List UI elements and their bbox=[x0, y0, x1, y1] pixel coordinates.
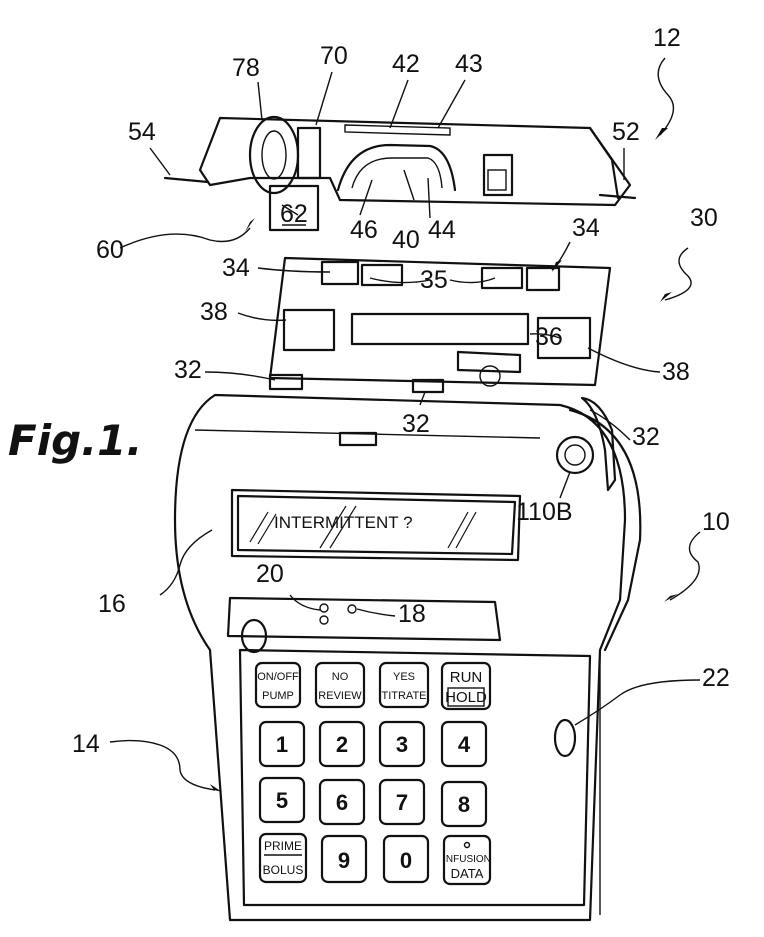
svg-text:9: 9 bbox=[338, 848, 350, 873]
ref-34-left: 34 bbox=[222, 254, 250, 282]
key-infusion-data[interactable]: INFUSION DATA bbox=[442, 834, 492, 886]
key-8[interactable]: 8 bbox=[440, 780, 488, 828]
svg-text:0: 0 bbox=[400, 848, 412, 873]
ref-36: 36 bbox=[535, 323, 563, 351]
svg-text:YES: YES bbox=[393, 671, 415, 683]
svg-text:4: 4 bbox=[458, 732, 471, 757]
svg-text:2: 2 bbox=[336, 732, 348, 757]
ref-20: 20 bbox=[256, 560, 284, 588]
key-1[interactable]: 1 bbox=[258, 720, 306, 768]
ref-78: 78 bbox=[232, 54, 260, 82]
reference-numerals: 12 78 70 42 43 54 52 62 46 40 44 60 34 3… bbox=[72, 24, 730, 758]
key-no-review[interactable]: NO REVIEW bbox=[314, 661, 366, 709]
ref-43: 43 bbox=[455, 50, 483, 78]
ref-44: 44 bbox=[428, 216, 456, 244]
display-text: INTERMITTENT ? bbox=[274, 513, 413, 532]
key-on-off-pump[interactable]: ON/OFF PUMP bbox=[254, 661, 302, 709]
svg-text:TITRATE: TITRATE bbox=[381, 690, 426, 702]
ref-52: 52 bbox=[612, 118, 640, 146]
ref-54: 54 bbox=[128, 118, 156, 146]
ref-18: 18 bbox=[398, 600, 426, 628]
svg-text:PUMP: PUMP bbox=[262, 690, 294, 702]
ref-12: 12 bbox=[653, 24, 681, 52]
key-5[interactable]: 5 bbox=[258, 776, 306, 824]
key-2[interactable]: 2 bbox=[318, 720, 366, 768]
svg-text:8: 8 bbox=[458, 792, 470, 817]
key-3[interactable]: 3 bbox=[378, 720, 426, 768]
key-0[interactable]: 0 bbox=[382, 834, 430, 884]
ref-46: 46 bbox=[350, 216, 378, 244]
svg-text:6: 6 bbox=[336, 790, 348, 815]
ref-70: 70 bbox=[320, 42, 348, 70]
ref-42: 42 bbox=[392, 50, 420, 78]
key-4[interactable]: 4 bbox=[440, 720, 488, 768]
ref-62: 62 bbox=[280, 200, 308, 228]
svg-text:3: 3 bbox=[396, 732, 408, 757]
svg-text:BOLUS: BOLUS bbox=[263, 863, 304, 877]
svg-text:PRIME: PRIME bbox=[264, 839, 302, 853]
svg-text:INFUSION: INFUSION bbox=[443, 854, 491, 865]
key-run-hold[interactable]: RUN HOLD bbox=[440, 661, 492, 711]
ref-30: 30 bbox=[690, 204, 718, 232]
ref-14: 14 bbox=[72, 730, 100, 758]
svg-text:5: 5 bbox=[276, 788, 288, 813]
svg-text:REVIEW: REVIEW bbox=[318, 690, 362, 702]
key-9[interactable]: 9 bbox=[320, 834, 368, 884]
ref-22: 22 bbox=[702, 664, 730, 692]
pump-body: INTERMITTENT ? bbox=[173, 393, 642, 922]
ref-35: 35 bbox=[420, 266, 448, 294]
ref-10: 10 bbox=[702, 508, 730, 536]
svg-text:1: 1 bbox=[276, 732, 288, 757]
svg-text:DATA: DATA bbox=[451, 866, 484, 881]
key-6[interactable]: 6 bbox=[318, 778, 366, 826]
ref-38-right: 38 bbox=[662, 358, 690, 386]
key-7[interactable]: 7 bbox=[378, 778, 426, 826]
ref-40: 40 bbox=[392, 226, 420, 254]
svg-text:RUN: RUN bbox=[450, 669, 483, 686]
ref-110b: 110B bbox=[516, 498, 573, 526]
svg-text:HOLD: HOLD bbox=[445, 689, 487, 706]
svg-text:7: 7 bbox=[396, 790, 408, 815]
carrier-plate bbox=[268, 256, 612, 394]
leader-lines bbox=[109, 57, 701, 791]
figure-label: Fig.1. bbox=[8, 416, 142, 465]
key-yes-titrate[interactable]: YES TITRATE bbox=[378, 661, 430, 709]
ref-60: 60 bbox=[96, 236, 124, 264]
ref-32-left: 32 bbox=[174, 356, 202, 384]
keypad: ON/OFF PUMP NO REVIEW YES TITRATE RUN HO… bbox=[254, 661, 492, 886]
ref-38-left: 38 bbox=[200, 298, 228, 326]
ref-34-right: 34 bbox=[572, 214, 600, 242]
key-prime-bolus[interactable]: PRIME BOLUS bbox=[258, 832, 308, 884]
ref-32-right: 32 bbox=[632, 423, 660, 451]
svg-text:NO: NO bbox=[332, 671, 349, 683]
ref-16: 16 bbox=[98, 590, 126, 618]
cassette-cover bbox=[163, 115, 637, 232]
ref-32-center: 32 bbox=[402, 410, 430, 438]
svg-text:ON/OFF: ON/OFF bbox=[257, 671, 299, 683]
arrowheads bbox=[210, 128, 678, 792]
